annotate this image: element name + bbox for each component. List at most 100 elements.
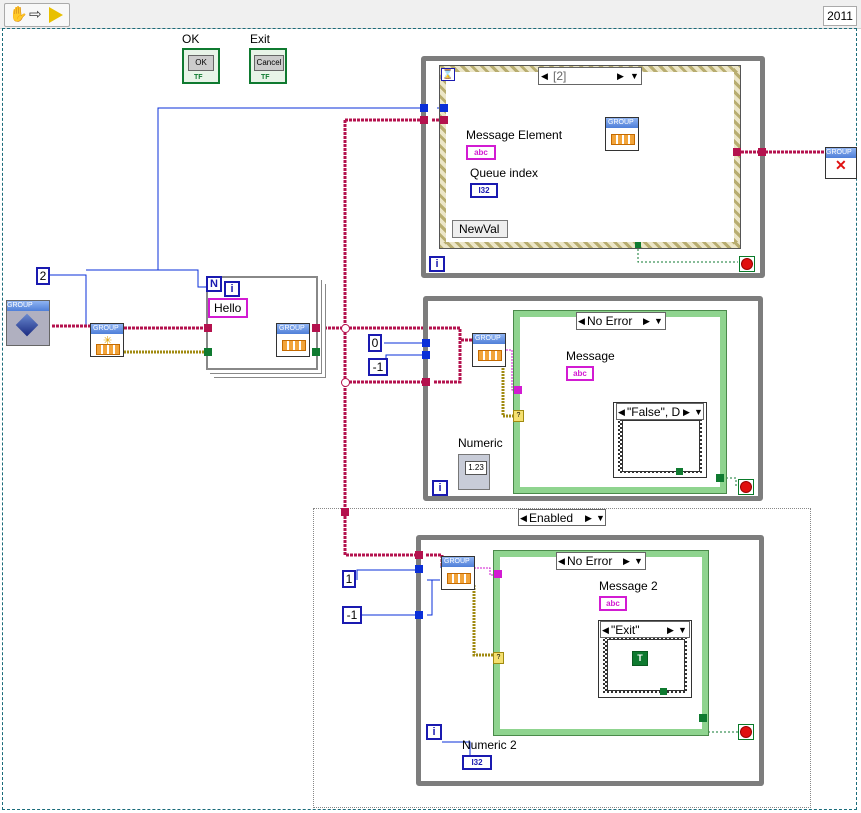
exit-tf: TF: [261, 74, 270, 81]
loop3-tunnel-c: [415, 611, 423, 619]
tool-palette[interactable]: ✋ ⇨: [4, 3, 70, 27]
preview-queue-node[interactable]: GROUP: [605, 117, 639, 151]
cube-icon: [15, 313, 39, 337]
for-tunnel-out: [312, 324, 320, 332]
case-2-selector-terminal: ?: [493, 652, 504, 664]
loop1-tunnel-a: [420, 104, 428, 112]
case-1-selector[interactable]: ◀ No Error ▶ ▼: [576, 312, 666, 330]
exit-label: Exit: [250, 32, 271, 46]
hand-icon[interactable]: ✋: [9, 6, 28, 23]
star-icon: ✳: [103, 335, 113, 347]
ok-label: OK: [182, 32, 200, 46]
queue-index-label: Queue index: [470, 166, 539, 180]
newval-node: NewVal: [452, 220, 508, 238]
chevron-left-icon: ◀: [541, 71, 548, 81]
event-case-text: [2]: [553, 69, 567, 83]
chevron-down-icon: ▼: [630, 71, 639, 81]
disable-tunnel: [341, 508, 349, 516]
const-zero[interactable]: 0: [368, 334, 382, 352]
loop3-tunnel-b: [415, 565, 423, 573]
loop2-tunnel-b: [422, 351, 430, 359]
for-loop-count-terminal: N: [206, 276, 222, 292]
dequeue-node-1[interactable]: GROUP: [472, 333, 506, 367]
loop3-stop-icon[interactable]: [738, 724, 754, 740]
branch-dot: [341, 324, 350, 333]
ok-button-face: OK: [188, 55, 214, 71]
true-constant[interactable]: T: [632, 651, 648, 666]
case-2-selector[interactable]: ◀ No Error ▶ ▼: [556, 552, 646, 570]
loop1-tunnel-out2: [758, 148, 766, 156]
hello-const[interactable]: Hello: [208, 298, 248, 318]
dequeue-node-2[interactable]: GROUP: [441, 556, 475, 590]
message-indicator: abc: [566, 366, 594, 381]
while-loop-1[interactable]: [421, 56, 765, 278]
for-error-tunnel-out: [312, 348, 320, 356]
case-1-tunnel-string: [514, 386, 522, 394]
disable-selector[interactable]: ◀ Enabled ▶ ▼: [518, 509, 606, 526]
case-2-bool-tunnel: [699, 714, 707, 722]
chevron-right-icon: ▶: [623, 556, 630, 566]
loop1-tunnel-d: [440, 116, 448, 124]
inner-case-1-bool: [676, 468, 683, 475]
numeric-control[interactable]: 1.23: [458, 454, 490, 490]
for-loop-index-terminal: i: [224, 281, 240, 297]
arrow-right-icon[interactable]: ⇨: [29, 6, 42, 23]
loop2-tunnel-c: [422, 378, 430, 386]
ok-button-terminal[interactable]: OK TF: [182, 48, 220, 84]
for-error-tunnel-in: [204, 348, 212, 356]
inner-case-1-text: "False", D: [627, 405, 681, 419]
queue-typedef-constant[interactable]: GROUP: [6, 300, 50, 346]
message-element-indicator: abc: [466, 145, 496, 160]
event-case-selector[interactable]: ◀ [2] ▶ ▼: [538, 67, 642, 85]
for-tunnel-in: [204, 324, 212, 332]
loop1-stop-icon[interactable]: [739, 256, 755, 272]
loop1-tunnel-out1: [733, 148, 741, 156]
diagram-disable-structure[interactable]: [313, 508, 811, 808]
run-icon[interactable]: [49, 7, 63, 23]
const-neg-one-a[interactable]: -1: [368, 358, 388, 376]
exit-button-terminal[interactable]: Cancel TF: [249, 48, 287, 84]
chevron-down-icon: ▼: [678, 625, 687, 635]
inner-case-1-selector[interactable]: ◀ "False", D ▶ ▼: [616, 403, 704, 420]
chevron-left-icon: ◀: [602, 625, 609, 635]
case-1-selector-terminal: ?: [513, 410, 524, 422]
loop2-stop-icon[interactable]: [738, 479, 754, 495]
message-label: Message: [566, 349, 615, 363]
const-one[interactable]: 1: [342, 570, 356, 588]
const-neg-one-b[interactable]: -1: [342, 606, 362, 624]
release-queue-node[interactable]: GROUP ✕: [825, 147, 857, 179]
const-two[interactable]: 2: [36, 267, 50, 285]
obtain-queue-header: GROUP: [91, 324, 123, 334]
inner-case-2-text: "Exit": [611, 623, 640, 637]
hello-text: Hello: [214, 301, 242, 315]
chevron-down-icon: ▼: [596, 513, 605, 523]
inner-case-2-selector[interactable]: ◀ "Exit" ▶ ▼: [600, 621, 690, 638]
case-1-bool-tunnel: [716, 474, 724, 482]
chevron-left-icon: ◀: [520, 513, 527, 523]
loop1-iteration: i: [429, 256, 445, 272]
while-loop-3[interactable]: [416, 535, 764, 786]
obtain-queue-node[interactable]: GROUP ✳: [90, 323, 124, 357]
enqueue-node[interactable]: GROUP: [276, 323, 310, 357]
loop3-iteration: i: [426, 724, 442, 740]
loop1-tunnel-b: [440, 104, 448, 112]
numeric-label: Numeric: [458, 436, 503, 450]
loop2-tunnel-a: [422, 339, 430, 347]
numeric-value: 1.23: [465, 461, 487, 475]
numeric-2-indicator: I32: [462, 755, 492, 770]
chevron-down-icon: ▼: [634, 556, 643, 566]
release-header: GROUP: [826, 148, 856, 158]
queue-index-indicator: I32: [470, 183, 498, 198]
while-loop-2[interactable]: [423, 296, 763, 501]
preview-header: GROUP: [606, 118, 638, 128]
loop3-tunnel-a: [415, 551, 423, 559]
typedef-header: GROUP: [7, 301, 49, 311]
chevron-right-icon: ▶: [683, 407, 690, 417]
enqueue-header: GROUP: [277, 324, 309, 334]
inner-case-2-bool: [660, 688, 667, 695]
diagram-border: [2, 28, 857, 810]
chevron-left-icon: ◀: [618, 407, 625, 417]
ok-tf: TF: [194, 74, 203, 81]
message-2-indicator: abc: [599, 596, 627, 611]
